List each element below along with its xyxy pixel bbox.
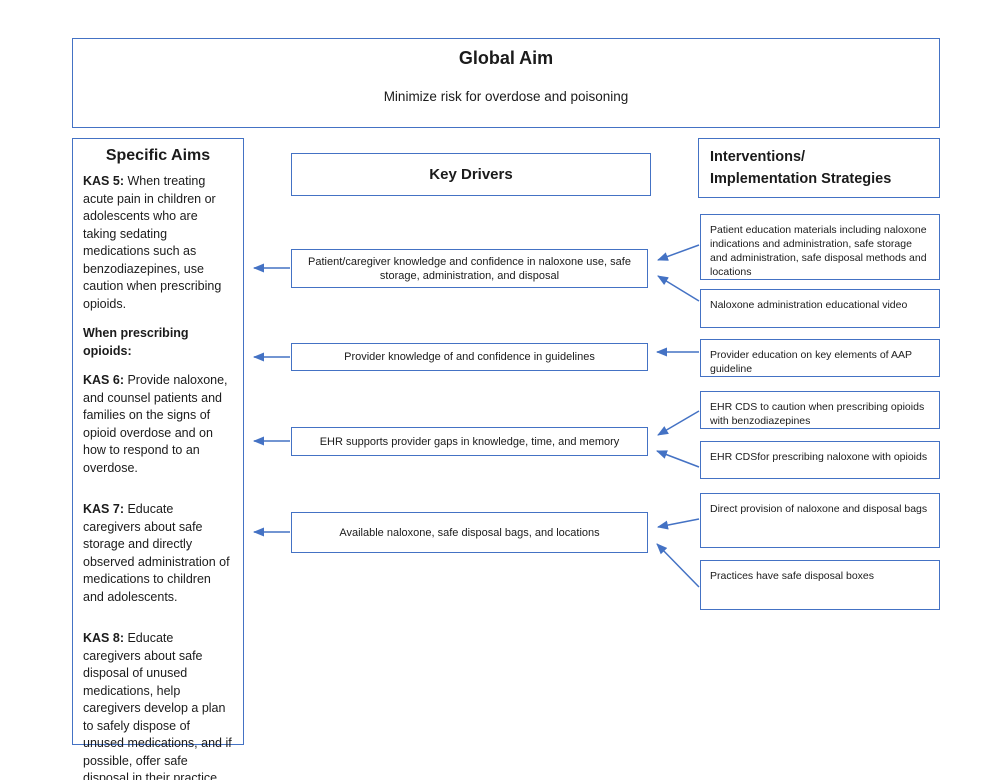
driver-box-4: Available naloxone, safe disposal bags, … bbox=[291, 512, 648, 553]
arrow-intervention-7-to-driver-4 bbox=[656, 543, 700, 588]
intervention-box-2: Naloxone administration educational vide… bbox=[700, 289, 940, 328]
kas-6-text: Provide naloxone, and counsel patients a… bbox=[83, 373, 228, 475]
global-aim-title: Global Aim bbox=[458, 48, 554, 68]
specific-aim-kas-6: KAS 6: Provide naloxone, and counsel pat… bbox=[83, 372, 233, 477]
driver-box-1: Patient/caregiver knowledge and confiden… bbox=[291, 249, 648, 288]
kas-8-text: Educate caregivers about safe disposal o… bbox=[83, 631, 232, 780]
interventions-header-box: Interventions/ Implementation Strategies bbox=[698, 138, 940, 198]
interventions-title-line1: Interventions/ bbox=[710, 149, 806, 165]
key-drivers-header-box: Key Drivers bbox=[291, 153, 651, 196]
kas-6-label: KAS 6: bbox=[83, 373, 124, 387]
intervention-box-4: EHR CDS to caution when prescribing opio… bbox=[700, 391, 940, 429]
interventions-title-line2: Implementation Strategies bbox=[710, 171, 892, 187]
intervention-box-7: Practices have safe disposal boxes bbox=[700, 560, 940, 610]
arrow-intervention-4-to-driver-3 bbox=[657, 410, 700, 436]
kas-7-label: KAS 7: bbox=[83, 502, 124, 516]
driver-box-2: Provider knowledge of and confidence in … bbox=[291, 343, 648, 371]
kas-7-text: Educate caregivers about safe storage an… bbox=[83, 502, 230, 604]
specific-aim-kas-8: KAS 8: Educate caregivers about safe dis… bbox=[83, 630, 233, 780]
kas-5-label: KAS 5: bbox=[83, 174, 124, 188]
specific-aims-title: Specific Aims bbox=[105, 147, 211, 164]
arrow-intervention-1-to-driver-1 bbox=[657, 244, 700, 261]
arrow-intervention-5-to-driver-3 bbox=[656, 450, 700, 468]
intervention-box-1: Patient education materials including na… bbox=[700, 214, 940, 280]
specific-aim-kas-5: KAS 5: When treating acute pain in child… bbox=[83, 173, 233, 313]
global-aim-subtitle: Minimize risk for overdose and poisoning bbox=[383, 89, 629, 104]
specific-aim-kas-7: KAS 7: Educate caregivers about safe sto… bbox=[83, 501, 233, 606]
arrow-intervention-6-to-driver-4 bbox=[657, 518, 700, 530]
specific-aims-box: Specific Aims KAS 5: When treating acute… bbox=[72, 138, 244, 780]
specific-aim-subheading: When prescribing opioids: bbox=[83, 325, 233, 360]
subheading-label: When prescribing opioids: bbox=[83, 326, 189, 358]
kas-8-label: KAS 8: bbox=[83, 631, 124, 645]
key-drivers-title: Key Drivers bbox=[429, 166, 513, 183]
global-aim-box: Global Aim Minimize risk for overdose an… bbox=[72, 38, 940, 128]
kas-5-text: When treating acute pain in children or … bbox=[83, 174, 222, 311]
intervention-box-6: Direct provision of naloxone and disposa… bbox=[700, 493, 940, 548]
arrow-intervention-2-to-driver-1 bbox=[657, 275, 700, 302]
intervention-box-5: EHR CDSfor prescribing naloxone with opi… bbox=[700, 441, 940, 479]
driver-box-3: EHR supports provider gaps in knowledge,… bbox=[291, 427, 648, 456]
intervention-box-3: Provider education on key elements of AA… bbox=[700, 339, 940, 377]
